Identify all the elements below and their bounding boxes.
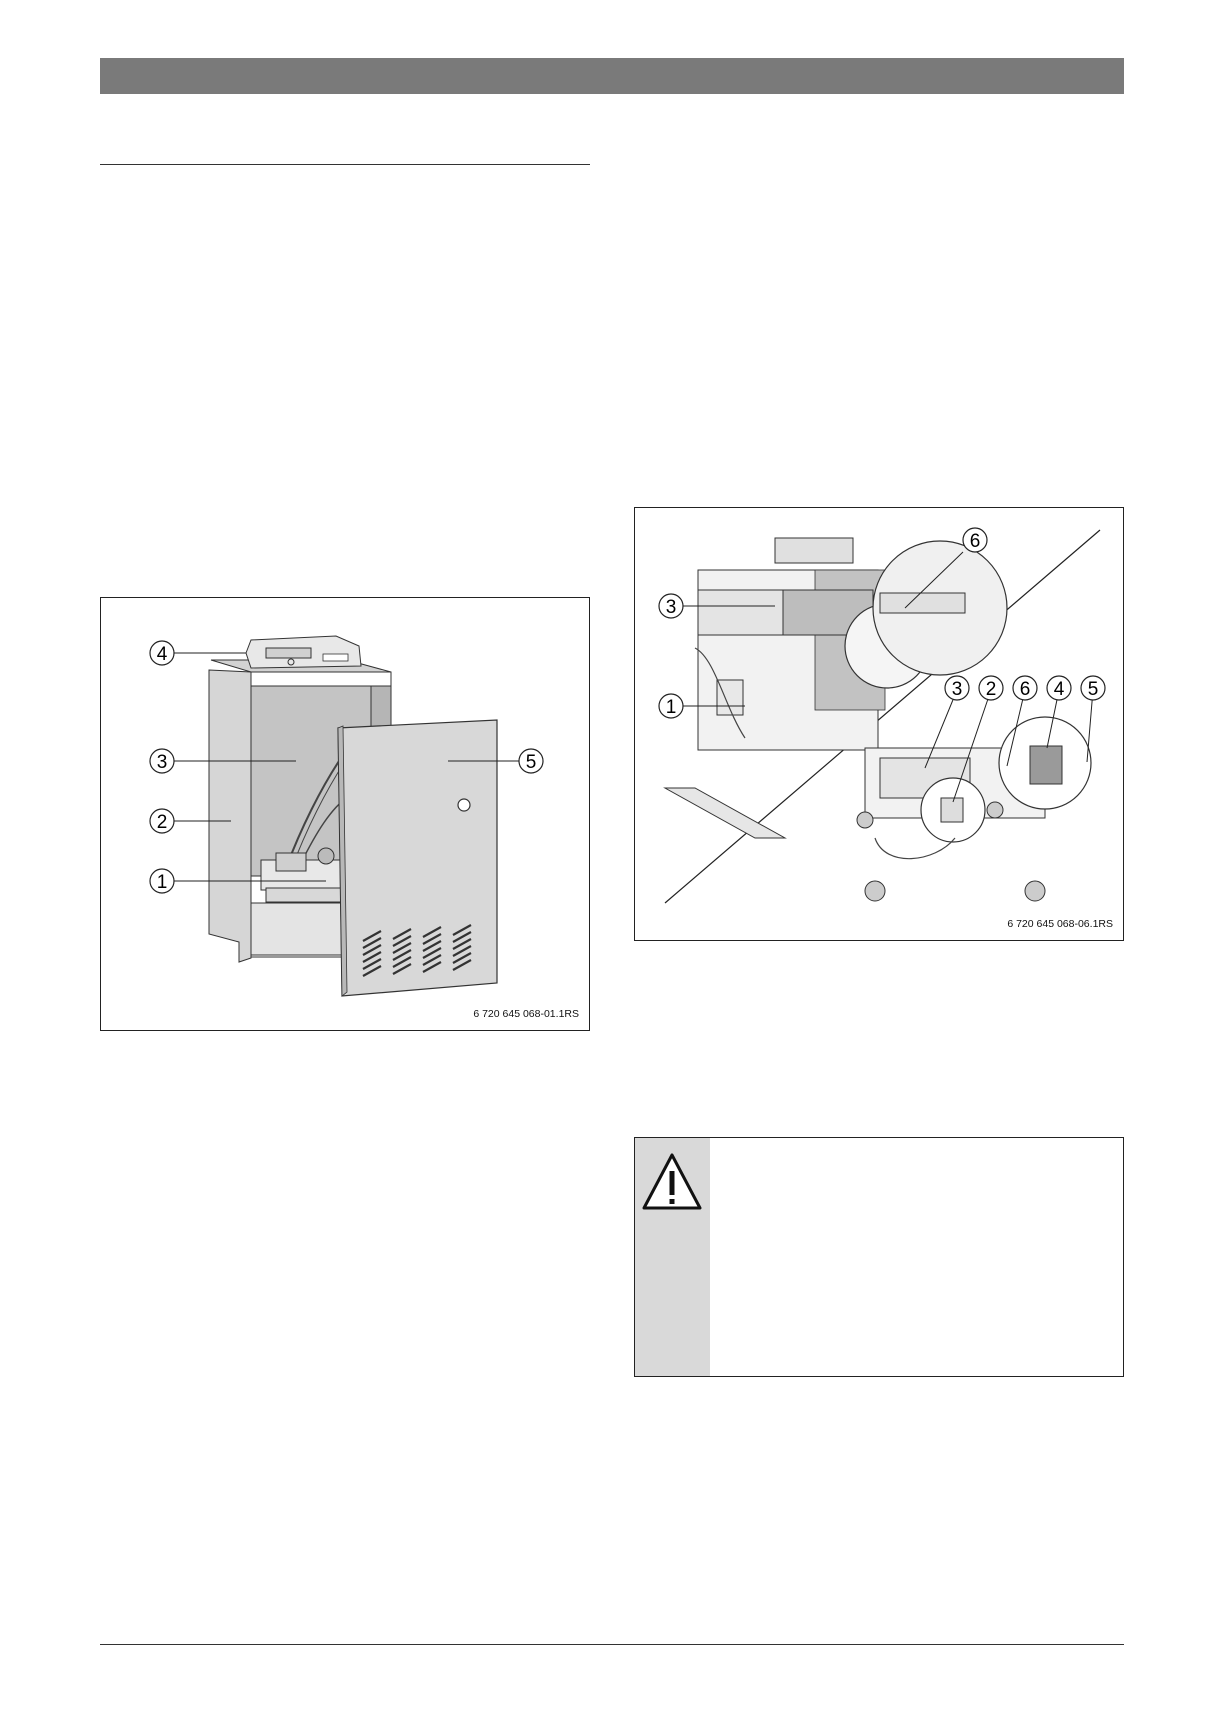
- figure-reference: 6 720 645 068-06.1RS: [1007, 918, 1113, 930]
- callout-top-3: 3: [666, 597, 677, 618]
- section-rule: [100, 164, 590, 165]
- warning-box: [634, 1137, 1124, 1377]
- callout-bottom-5: 5: [1088, 679, 1099, 700]
- figure-boiler-overview: 4 3 2 1 5 6 720 645 068-01.1RS: [100, 597, 590, 1031]
- callout-bottom-4: 4: [1054, 679, 1065, 700]
- callout-top-1: 1: [666, 697, 677, 718]
- callout-5: 5: [526, 752, 537, 773]
- detail-illustration: 6 3 1 3 2 6 4 5: [658, 527, 1106, 904]
- callout-bottom-3: 3: [952, 679, 963, 700]
- callout-top-6: 6: [970, 531, 981, 552]
- callout-bottom-6: 6: [1020, 679, 1031, 700]
- callout-4: 4: [157, 644, 168, 665]
- figure-detail-views: 6 3 1 3 2 6 4 5 6 720 645 068-06.1RS: [634, 507, 1124, 941]
- boiler-illustration: 4 3 2 1 5: [149, 635, 544, 997]
- callout-3: 3: [157, 752, 168, 773]
- footer-rule: [100, 1644, 1124, 1645]
- vent-slots: [362, 924, 472, 977]
- warning-triangle-icon: [642, 1153, 702, 1210]
- callout-bottom-2: 2: [986, 679, 997, 700]
- header-bar: [100, 58, 1124, 94]
- warning-sidebar: [635, 1138, 710, 1376]
- callout-2: 2: [157, 812, 168, 833]
- callout-1: 1: [157, 872, 168, 893]
- figure-reference: 6 720 645 068-01.1RS: [473, 1008, 579, 1020]
